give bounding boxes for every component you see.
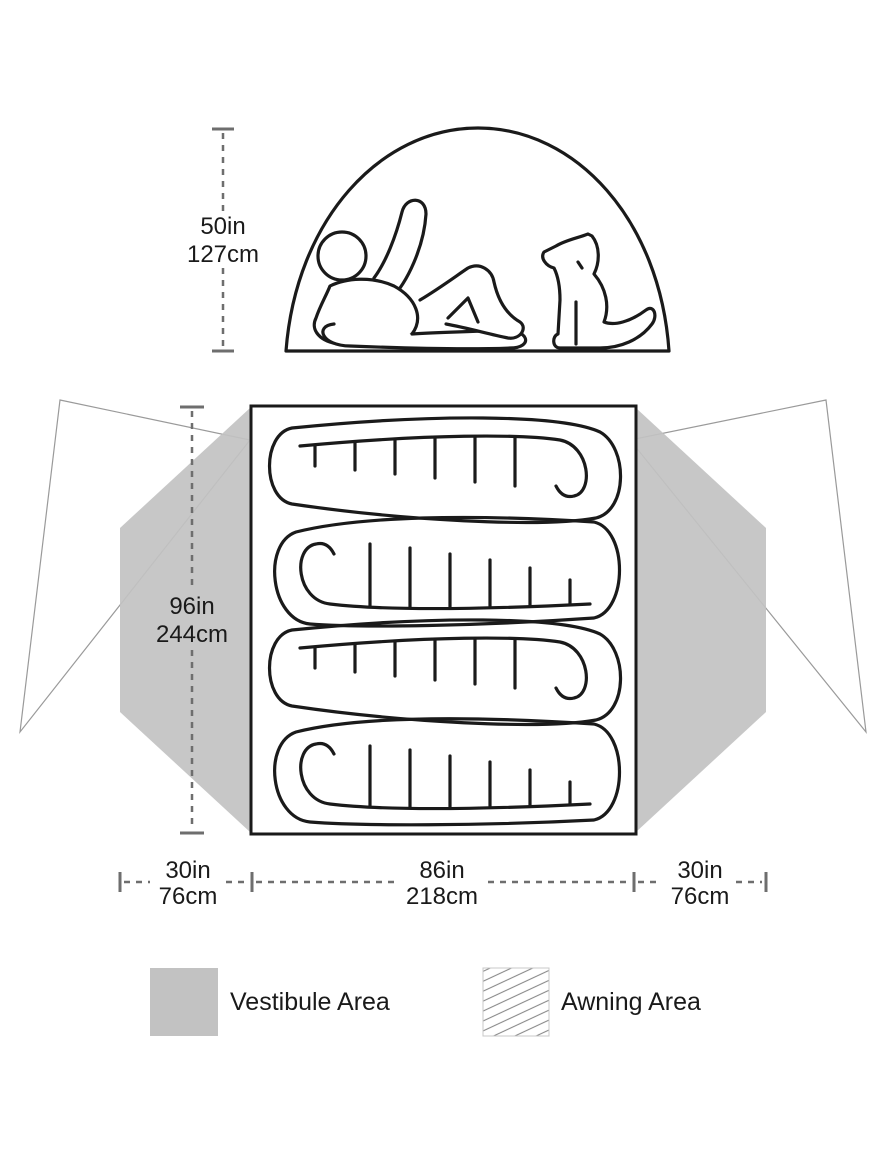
width-metric-label: 218cm xyxy=(406,883,478,910)
length-imperial-label: 96in xyxy=(169,593,214,620)
legend-awning-label: Awning Area xyxy=(561,988,701,1016)
vestibule-left-metric-label: 76cm xyxy=(159,883,218,910)
width-imperial-label: 86in xyxy=(419,857,464,884)
length-dimension: 96in 244cm xyxy=(156,405,228,835)
height-dimension: 50in 127cm xyxy=(187,127,259,353)
vestibule-left-imperial-label: 30in xyxy=(165,857,210,884)
sleeping-bag-2 xyxy=(273,515,621,628)
legend-awning-swatch xyxy=(482,967,550,1037)
sleeping-bag-4 xyxy=(273,717,621,827)
vestibule-right-metric-label: 76cm xyxy=(671,883,730,910)
sleeping-bag-1 xyxy=(267,416,623,524)
height-metric-label: 127cm xyxy=(187,241,259,268)
length-metric-label: 244cm xyxy=(156,621,228,648)
tent-profile xyxy=(284,126,671,353)
vestibule-right-imperial-label: 30in xyxy=(677,857,722,884)
sleeping-bag-3 xyxy=(267,618,623,726)
width-dimensions: 30in 76cm 86in 218cm 30in 76cm xyxy=(118,857,768,910)
legend: Vestibule Area Awning Area xyxy=(150,967,701,1037)
vestibule-area-right xyxy=(636,408,766,832)
person-icon xyxy=(312,198,528,351)
legend-vestibule-swatch xyxy=(150,968,218,1036)
vestibule-area-left xyxy=(120,408,250,832)
height-imperial-label: 50in xyxy=(200,213,245,240)
dog-icon xyxy=(541,232,657,350)
legend-vestibule-label: Vestibule Area xyxy=(230,988,390,1016)
